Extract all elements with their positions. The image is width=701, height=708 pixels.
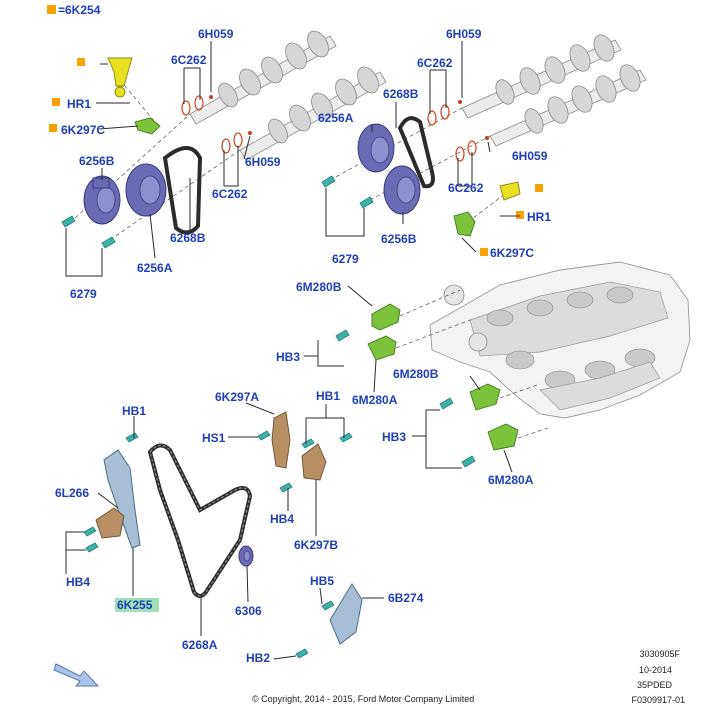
label-6h059-top-right: 6H059 — [446, 27, 482, 41]
camshaft-right-lower — [489, 64, 647, 147]
label-6k255: 6K255 — [117, 598, 153, 612]
marker-6k254-2 — [535, 184, 543, 192]
label-6k297c-right: 6K297C — [490, 246, 534, 260]
label-6m280b-bottom: 6M280B — [393, 367, 439, 381]
label-6m280a-top: 6M280A — [352, 393, 398, 407]
label-6c262-top-left: 6C262 — [171, 53, 207, 67]
label-6k297b: 6K297B — [294, 538, 338, 552]
front-arrow-icon — [53, 663, 100, 687]
label-6h059-top-left: 6H059 — [198, 27, 234, 41]
label-hb3-bottom: HB3 — [382, 430, 406, 444]
leader-lines — [65, 41, 520, 660]
label-6306: 6306 — [235, 604, 262, 618]
label-6268b-right: 6268B — [383, 87, 419, 101]
document-info: 3030905F 10-2014 35PDED F0309917-01 — [631, 649, 685, 705]
legend-marker-icon — [47, 5, 56, 14]
camshaft-right-upper — [461, 34, 622, 119]
chain-guide-6k255 — [103, 449, 141, 549]
marker-hr1-left — [52, 98, 60, 106]
label-6256a-left: 6256A — [137, 261, 173, 275]
label-6256b-left: 6256B — [79, 154, 115, 168]
label-6268a: 6268A — [182, 638, 218, 652]
label-hb4-left: HB4 — [66, 575, 90, 589]
legend-text: =6K254 — [58, 3, 101, 17]
cam-phaser-6256a-right — [357, 123, 395, 173]
marker-hr1-right — [516, 211, 524, 219]
camshaft-sensor-6m280b-bottom — [439, 383, 501, 411]
label-6m280b-top: 6M280B — [296, 280, 342, 294]
tensioner-6l266 — [95, 507, 125, 539]
label-6m280a-bottom: 6M280A — [488, 473, 534, 487]
bolts-6279-right — [321, 175, 374, 209]
label-hb1-left: HB1 — [122, 404, 146, 418]
label-6h059-mid-right: 6H059 — [512, 149, 548, 163]
label-6279-right: 6279 — [332, 252, 359, 266]
camshaft-sensor-6m280b-top — [335, 303, 401, 342]
timing-chain-6268a — [147, 443, 253, 598]
camshaft-left-lower — [239, 66, 387, 161]
bolts-6279-left — [61, 215, 116, 249]
label-hr1-left: HR1 — [67, 97, 91, 111]
doc-engine: 35PDED — [637, 680, 673, 690]
label-6256a-right: 6256A — [318, 111, 354, 125]
label-6256b-right: 6256B — [381, 232, 417, 246]
label-hb5: HB5 — [310, 574, 334, 588]
label-6b274: 6B274 — [388, 591, 424, 605]
camshaft-left-upper — [189, 30, 337, 125]
label-6c262-mid-right: 6C262 — [448, 181, 484, 195]
chain-guide-6b274 — [329, 583, 363, 645]
marker-6k297c-left — [49, 124, 57, 132]
label-6h059-mid-left: 6H059 — [245, 155, 281, 169]
camshaft-sensor-6m280a-bottom — [461, 423, 519, 468]
crank-sprocket-6306 — [238, 545, 254, 567]
label-6k297a: 6K297A — [215, 390, 259, 404]
copyright-text: © Copyright, 2014 - 2015, Ford Motor Com… — [252, 694, 474, 704]
camshaft-sensor-6m280a-top — [367, 335, 397, 361]
label-hb3-top: HB3 — [276, 350, 300, 364]
doc-figure-id: F0309917-01 — [631, 695, 685, 705]
label-hs1: HS1 — [202, 431, 226, 445]
label-hb1-mid: HB1 — [316, 389, 340, 403]
label-hb4-mid: HB4 — [270, 512, 294, 526]
label-6k255-highlight — [115, 598, 159, 612]
cylinder-head — [429, 261, 691, 419]
vct-solenoid-left — [107, 57, 161, 135]
callout-labels: HR1 6K297C 6H059 6C262 6256B 6256A 6268B… — [55, 27, 551, 665]
dowel-pins — [209, 95, 489, 140]
cam-phaser-6256a-left — [125, 163, 167, 217]
label-6279-left: 6279 — [70, 287, 97, 301]
secondary-chain-right — [397, 116, 435, 189]
doc-code: 3030905F — [639, 649, 680, 659]
cam-phaser-6256b-right — [383, 165, 421, 215]
label-hr1-right: HR1 — [527, 210, 551, 224]
vct-solenoid-right — [453, 181, 521, 237]
label-6c262-top-right: 6C262 — [417, 56, 453, 70]
marker-6k297c-right — [480, 248, 488, 256]
label-6268b-left: 6268B — [170, 231, 206, 245]
cam-phaser-6256b-left — [83, 175, 121, 225]
label-6k297c-left: 6K297C — [61, 123, 105, 137]
marker-6k254-1 — [77, 58, 85, 66]
doc-date: 10-2014 — [639, 665, 672, 675]
label-6l266: 6L266 — [55, 486, 89, 500]
chain-guide-6k297b — [301, 443, 327, 481]
secondary-chain-left — [162, 146, 203, 235]
tensioner-arm-6k297a — [271, 411, 291, 469]
label-6c262-mid-left: 6C262 — [212, 187, 248, 201]
label-hb2: HB2 — [246, 651, 270, 665]
